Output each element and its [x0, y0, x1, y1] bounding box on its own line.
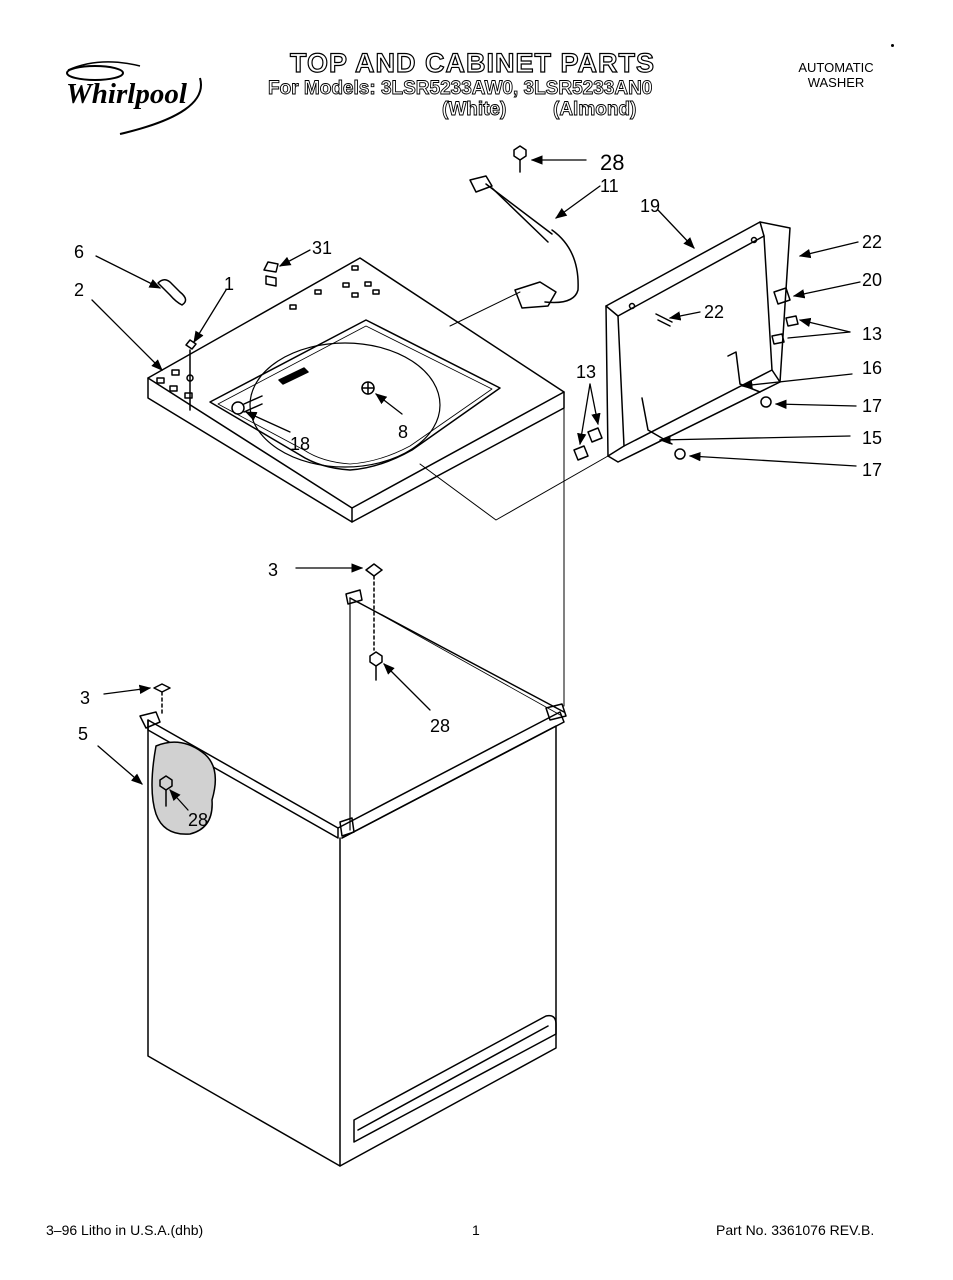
- footer-part-number: Part No. 3361076 REV.B.: [716, 1222, 875, 1238]
- callout-22-right: 22: [862, 232, 882, 252]
- callout-19: 19: [640, 196, 660, 216]
- washer-cabinet: [139, 563, 567, 1167]
- footer-page-number: 1: [472, 1222, 480, 1238]
- callout-31: 31: [312, 238, 332, 258]
- callout-20: 20: [862, 270, 882, 290]
- footer-litho: 3–96 Litho in U.S.A.(dhb): [46, 1222, 204, 1238]
- callout-16: 16: [862, 358, 882, 378]
- callout-15: 15: [862, 428, 882, 448]
- callout-17-lower: 17: [862, 460, 882, 480]
- product-label: AUTOMATIC WASHER: [790, 60, 882, 90]
- callout-13-right: 13: [862, 324, 882, 344]
- callout-18: 18: [290, 434, 310, 454]
- whirlpool-logo: [60, 58, 215, 138]
- logo-swoosh-icon: [66, 61, 202, 135]
- page-title: TOP AND CABINET PARTS: [289, 47, 656, 78]
- callout-22-inner: 22: [704, 302, 724, 322]
- variant-almond: (Almond): [553, 99, 637, 121]
- callout-17-upper: 17: [862, 396, 882, 416]
- small-parts-top: [157, 145, 579, 411]
- callout-2: 2: [74, 280, 84, 300]
- product-line-2: WASHER: [807, 75, 865, 90]
- variant-white: (White): [442, 99, 507, 121]
- callout-28-mid: 28: [430, 716, 450, 736]
- callout-28-top: 28: [600, 150, 624, 175]
- callout-28-low: 28: [188, 810, 208, 830]
- callout-6: 6: [74, 242, 84, 262]
- lid-frame: [573, 221, 799, 463]
- product-line-1: AUTOMATIC: [798, 60, 874, 75]
- callout-1: 1: [224, 274, 234, 294]
- callout-13-left: 13: [576, 362, 596, 382]
- washer-top: [147, 257, 565, 523]
- callout-11: 11: [600, 176, 619, 196]
- models-line: For Models: 3LSR5233AW0, 3LSR5233AN0: [268, 78, 653, 100]
- callout-8: 8: [398, 422, 408, 442]
- brand-name: Whirlpool: [66, 78, 187, 110]
- callout-leaders: [91, 155, 861, 811]
- callout-5: 5: [78, 724, 88, 744]
- callout-3-upper: 3: [268, 560, 278, 580]
- corner-dot: [891, 44, 894, 47]
- callout-3-lower: 3: [80, 688, 90, 708]
